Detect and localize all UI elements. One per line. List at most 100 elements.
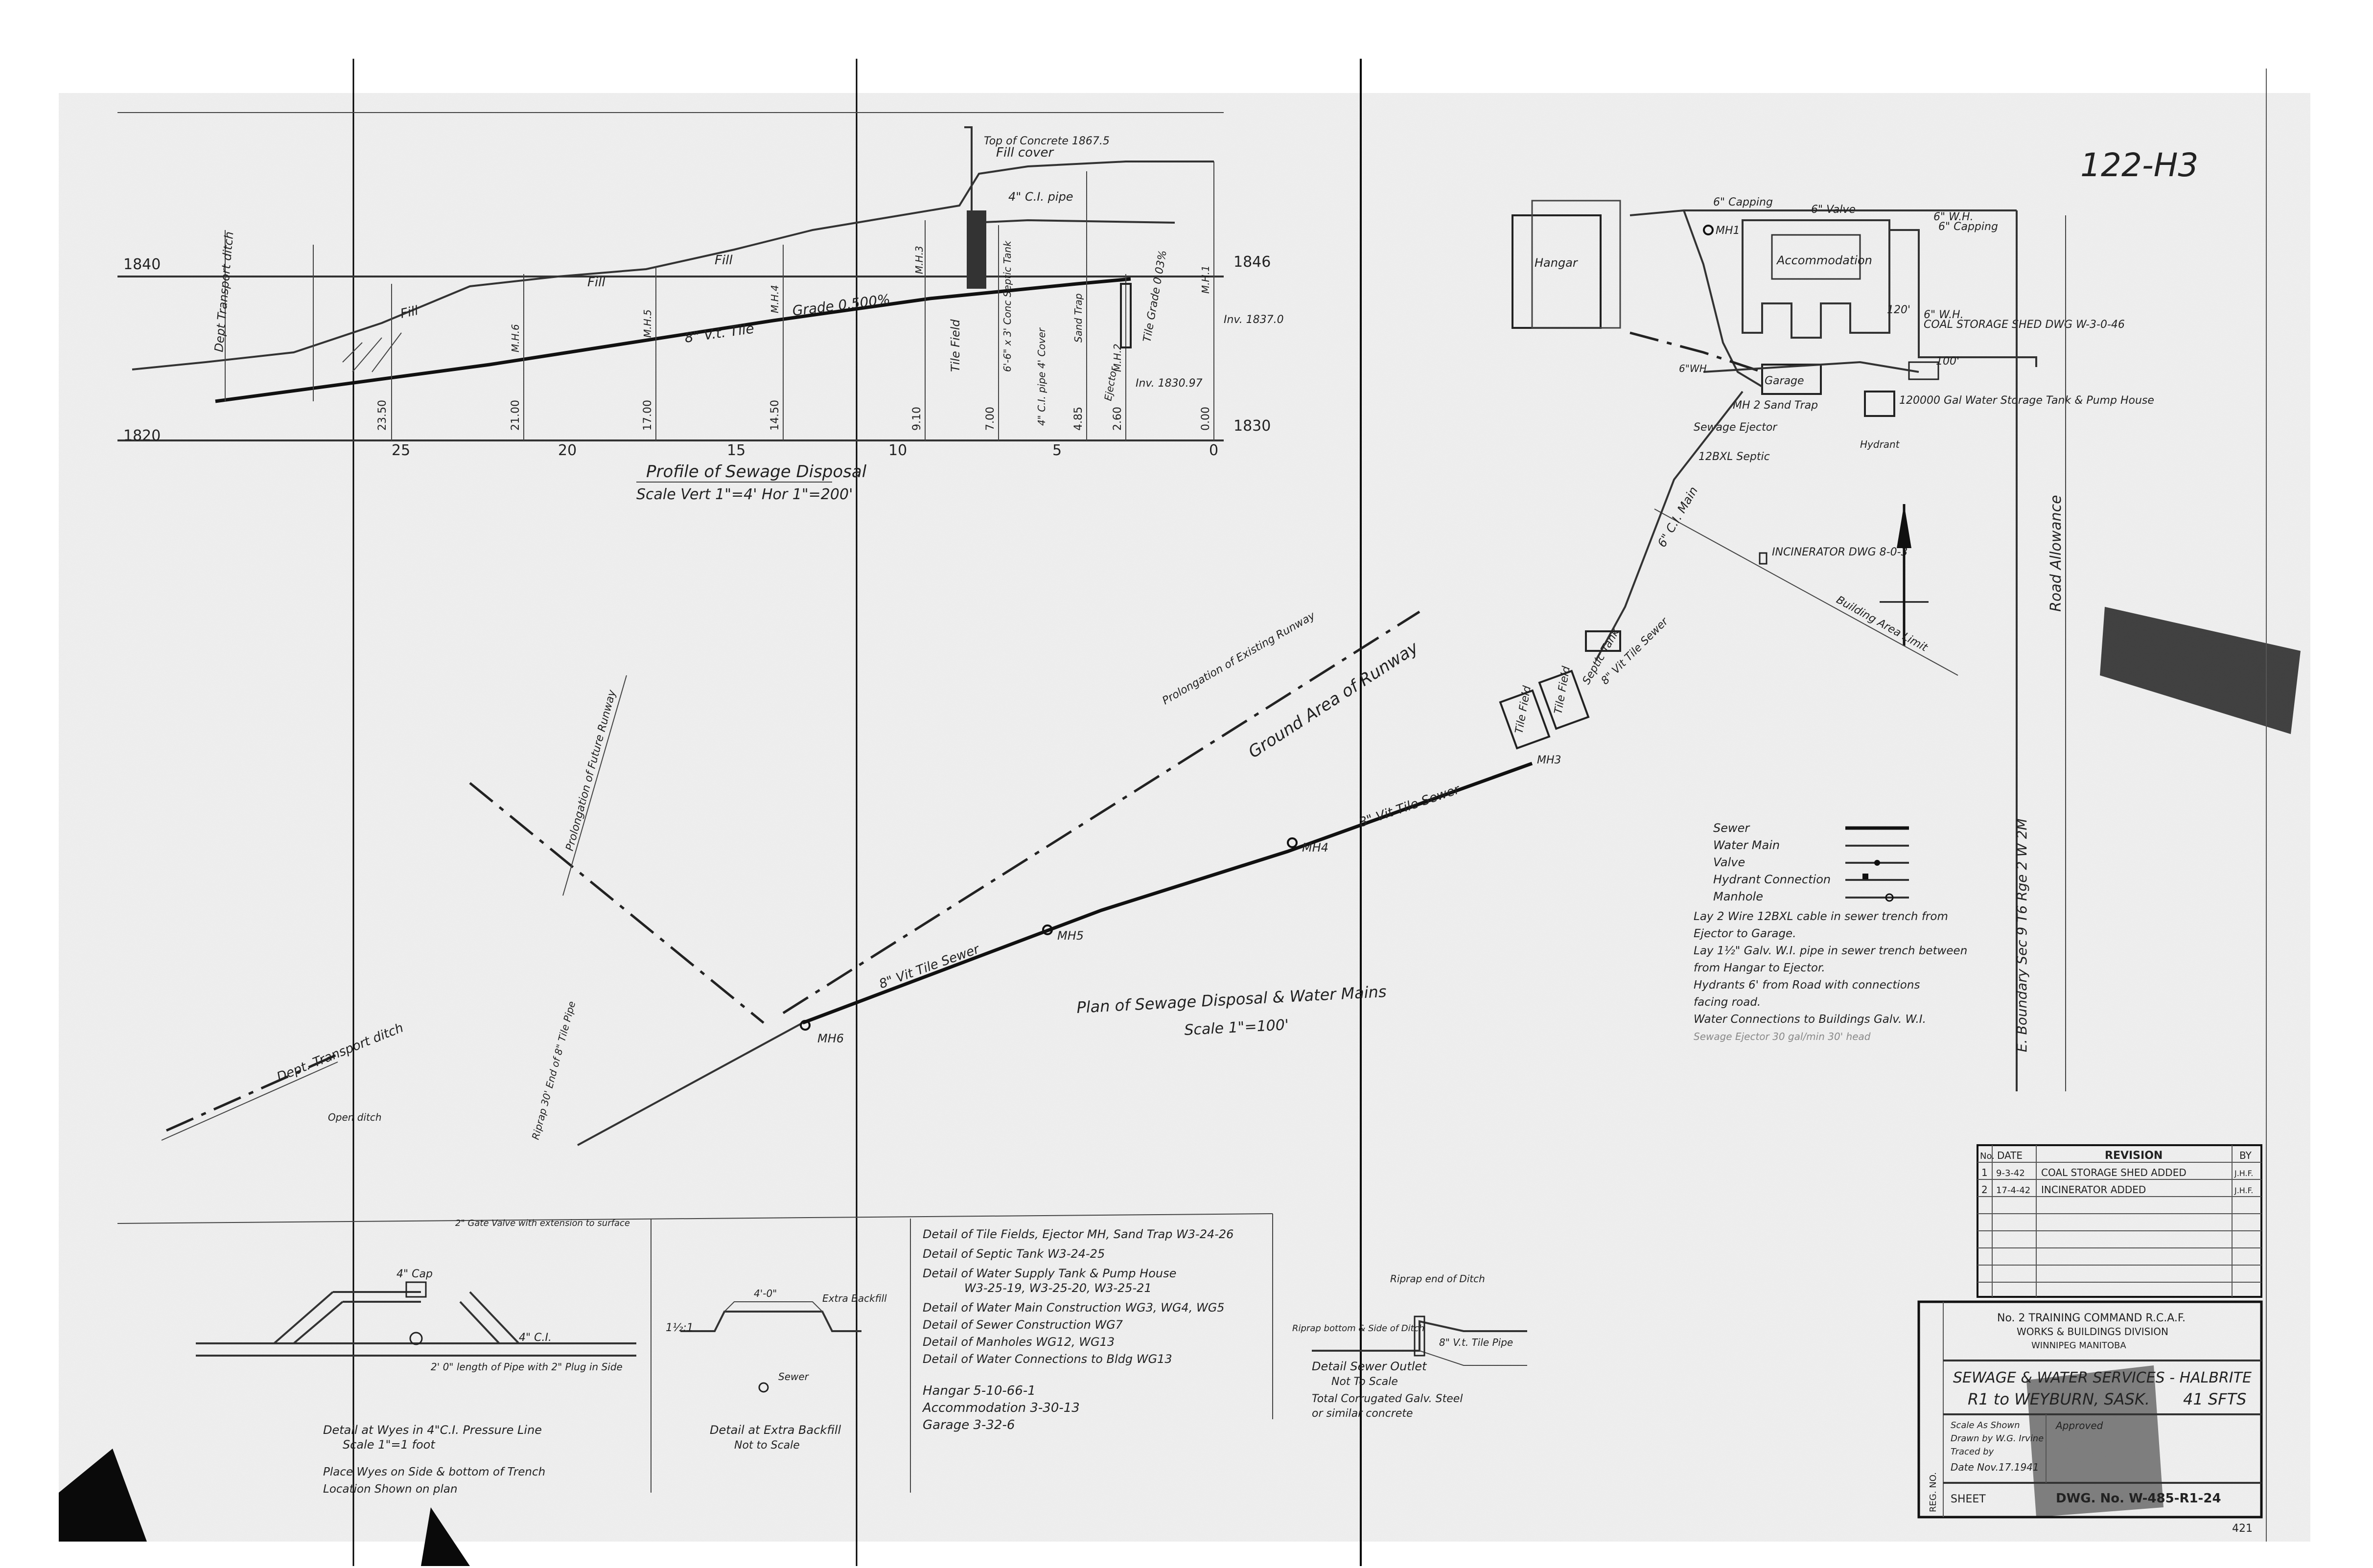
svg-text:No.: No. <box>1980 1151 1995 1161</box>
site-septic-tank <box>1585 630 1621 652</box>
svg-text:23.50: 23.50 <box>376 400 389 431</box>
svg-text:Riprap end of Ditch: Riprap end of Ditch <box>1390 1273 1485 1285</box>
site-tile-field-1 <box>1499 689 1551 750</box>
svg-text:MH5: MH5 <box>1057 929 1084 943</box>
svg-text:0.00: 0.00 <box>1200 407 1212 431</box>
svg-text:Valve: Valve <box>1713 855 1745 869</box>
svg-text:Tile Field: Tile Field <box>949 319 962 372</box>
svg-text:2' 0" length of Pipe with 2" P: 2' 0" length of Pipe with 2" Plug in Sid… <box>431 1361 623 1373</box>
svg-text:M.H.5: M.H.5 <box>642 309 653 338</box>
svg-text:1½:1: 1½:1 <box>666 1322 694 1334</box>
torn-corner-bottom-left <box>59 1449 147 1542</box>
tape-strip <box>2100 607 2301 734</box>
svg-text:4" C.I.: 4" C.I. <box>519 1332 552 1344</box>
site-water-tank <box>1864 391 1895 417</box>
svg-text:Date Nov.17.1941: Date Nov.17.1941 <box>1951 1461 2039 1473</box>
profile-section: 1840 1820 1846 1830 25 20 15 10 5 0 23.5… <box>117 112 1284 503</box>
svg-text:Top of Concrete 1867.5: Top of Concrete 1867.5 <box>984 135 1110 147</box>
svg-text:Not To Scale: Not To Scale <box>1331 1376 1398 1388</box>
svg-text:120000 Gal Water Storage Tank: 120000 Gal Water Storage Tank & Pump Hou… <box>1899 394 2154 407</box>
svg-text:Fill: Fill <box>587 275 605 290</box>
svg-text:1830: 1830 <box>1233 417 1271 435</box>
svg-text:MH1: MH1 <box>1716 225 1740 237</box>
svg-text:Sewer: Sewer <box>778 1371 810 1383</box>
svg-text:Lay 1½" Galv. W.I. pipe in sew: Lay 1½" Galv. W.I. pipe in sewer trench … <box>1694 945 1967 957</box>
site-water-main <box>1629 209 2017 216</box>
svg-text:Fill: Fill <box>715 253 733 268</box>
backfill-detail-title: Detail at Extra Backfill <box>710 1423 841 1437</box>
wyes-detail-title: Detail at Wyes in 4"C.I. Pressure Line <box>323 1423 542 1437</box>
svg-text:100': 100' <box>1936 355 1959 368</box>
svg-text:Approved: Approved <box>2055 1420 2103 1431</box>
svg-text:Detail of Water Supply Tank &: Detail of Water Supply Tank & Pump House <box>923 1267 1176 1280</box>
svg-text:Sewage Ejector 30 gal/min 30': Sewage Ejector 30 gal/min 30' head <box>1694 1031 1871 1042</box>
svg-text:0: 0 <box>1209 442 1218 459</box>
svg-text:6" W.H.: 6" W.H. <box>1933 211 1974 223</box>
svg-text:4" C.I. pipe: 4" C.I. pipe <box>1008 190 1073 204</box>
svg-text:from Hangar to Ejector.: from Hangar to Ejector. <box>1694 962 1825 974</box>
paper-grain <box>59 93 2310 1542</box>
drawing-number: DWG. No. W-485-R1-24 <box>2056 1491 2221 1506</box>
svg-text:J.H.F.: J.H.F. <box>2234 1169 2253 1178</box>
svg-text:M.H.6: M.H.6 <box>510 324 521 352</box>
svg-text:M.H.3: M.H.3 <box>913 246 925 274</box>
svg-text:Drawn by W.G. Irvine: Drawn by W.G. Irvine <box>1951 1433 2044 1444</box>
svg-text:4" C.I. pipe 4' Cover: 4" C.I. pipe 4' Cover <box>1036 327 1047 426</box>
outlet-detail: Riprap end of Ditch 8" V.t. Tile Pipe Ri… <box>1292 1273 1527 1420</box>
svg-text:COAL STORAGE SHED ADDED: COAL STORAGE SHED ADDED <box>2041 1167 2187 1178</box>
svg-text:Inv. 1830.97: Inv. 1830.97 <box>1136 377 1203 390</box>
profile-title: Profile of Sewage Disposal <box>646 462 867 482</box>
svg-text:41 SFTS: 41 SFTS <box>2183 1390 2246 1408</box>
svg-text:421: 421 <box>2232 1522 2253 1535</box>
svg-text:10: 10 <box>888 442 907 459</box>
svg-text:Hydrant Connection: Hydrant Connection <box>1713 873 1831 886</box>
north-arrow <box>1880 504 1929 646</box>
svg-text:25: 25 <box>392 442 410 459</box>
svg-text:Open ditch: Open ditch <box>328 1111 382 1123</box>
svg-text:No. 2 TRAINING COMMAND R.C.A.F: No. 2 TRAINING COMMAND R.C.A.F. <box>1997 1312 2186 1324</box>
svg-text:Manhole: Manhole <box>1713 890 1763 903</box>
svg-text:1: 1 <box>1981 1167 1988 1178</box>
svg-text:20: 20 <box>558 442 577 459</box>
svg-text:REG. NO.: REG. NO. <box>1928 1472 1938 1512</box>
svg-text:Detail of Water Main Construct: Detail of Water Main Construction WG3, W… <box>923 1301 1225 1314</box>
tape-strip-title <box>2026 1365 2164 1517</box>
svg-text:Sewage Ejector: Sewage Ejector <box>1694 421 1778 434</box>
svg-text:Sand Trap: Sand Trap <box>1072 293 1084 343</box>
profile-septic-tank <box>967 210 986 289</box>
profile-scale: Scale Vert 1"=4' Hor 1"=200' <box>636 486 853 503</box>
svg-text:2: 2 <box>1981 1184 1988 1196</box>
svg-text:MH3: MH3 <box>1537 754 1561 766</box>
svg-text:INCINERATOR DWG 8-0-3: INCINERATOR DWG 8-0-3 <box>1772 546 1908 558</box>
svg-text:E. Boundary Sec 9 T6 Rge 2 W 2: E. Boundary Sec 9 T6 Rge 2 W 2M <box>2014 818 2030 1052</box>
backfill-detail: 1½:1 4'-0" Extra Backfill Sewer Detail a… <box>666 1288 887 1452</box>
profile-manhole-1 <box>1120 283 1132 348</box>
svg-text:MH 2 Sand Trap: MH 2 Sand Trap <box>1733 399 1818 412</box>
wyes-detail: 2" Gate Valve with extension to surface … <box>196 1218 636 1496</box>
svg-text:M.H.4: M.H.4 <box>769 285 781 313</box>
svg-text:6" Valve: 6" Valve <box>1811 204 1856 216</box>
svg-text:Accommodation 3-30-13: Accommodation 3-30-13 <box>922 1401 1080 1415</box>
svg-text:Traced by: Traced by <box>1951 1447 1994 1457</box>
svg-text:Location Shown on plan: Location Shown on plan <box>323 1483 458 1496</box>
svg-text:J.H.F.: J.H.F. <box>2234 1186 2253 1195</box>
svg-text:Garage 3-32-6: Garage 3-32-6 <box>923 1418 1015 1432</box>
future-runway <box>469 782 765 1024</box>
site-garage <box>1761 364 1822 395</box>
drawing-title-1: SEWAGE & WATER SERVICES - HALBRITE <box>1953 1369 2252 1386</box>
svg-text:8" V.t. Tile Pipe: 8" V.t. Tile Pipe <box>1439 1337 1513 1348</box>
svg-text:MH4: MH4 <box>1302 841 1328 854</box>
svg-text:4" Cap: 4" Cap <box>396 1268 433 1280</box>
svg-text:15: 15 <box>727 442 745 459</box>
svg-text:6" Capping: 6" Capping <box>1938 221 1998 233</box>
svg-text:Sewer: Sewer <box>1713 821 1750 835</box>
title-block: REG. NO. No. 2 TRAINING COMMAND R.C.A.F.… <box>1917 1300 2263 1535</box>
svg-text:BY: BY <box>2239 1150 2252 1161</box>
plan-manhole-4 <box>1287 837 1298 848</box>
svg-text:M.H.2: M.H.2 <box>1112 344 1123 372</box>
site-manhole-1 <box>1703 225 1714 235</box>
svg-text:Road Allowance: Road Allowance <box>2047 495 2065 612</box>
building-area-limit <box>1654 508 1958 676</box>
svg-text:Total Corrugated Galv. Steel: Total Corrugated Galv. Steel <box>1312 1393 1463 1405</box>
sheet-ref: 122-H3 <box>2080 146 2198 184</box>
